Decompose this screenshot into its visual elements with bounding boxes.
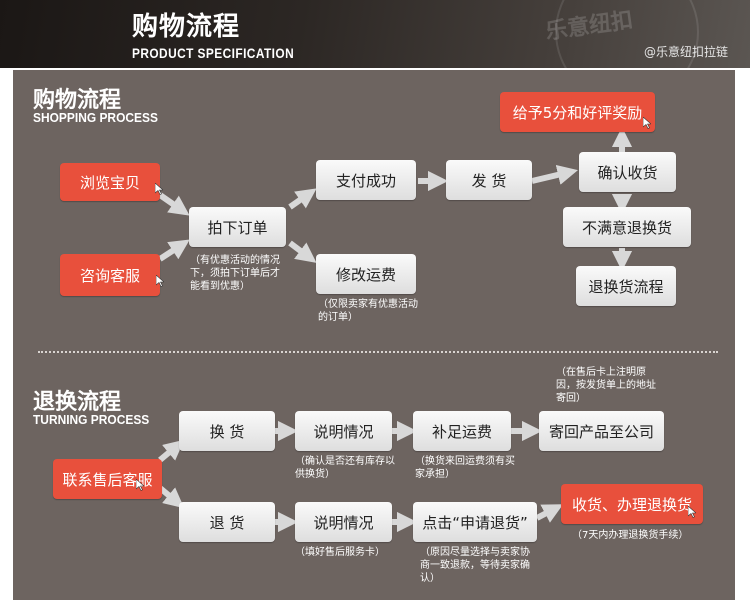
unsatisfied-node: 不满意退换货 xyxy=(563,207,691,247)
cursor-icon xyxy=(155,183,163,195)
returns-section-subtitle: TURNING PROCESS xyxy=(33,412,150,427)
return-flow-node: 退换货流程 xyxy=(576,266,676,306)
cursor-icon xyxy=(136,479,144,491)
send-back-node: 寄回产品至公司 xyxy=(539,411,664,451)
confirm-receipt-node: 确认收货 xyxy=(579,152,676,192)
order-note: （有优惠活动的情况下，须拍下订单后才能看到优惠） xyxy=(190,255,280,292)
banner-title: 购物流程 xyxy=(132,12,241,42)
ship-node: 发 货 xyxy=(446,160,532,200)
arrow-consult-order xyxy=(158,239,190,262)
watermark-seal xyxy=(555,0,699,68)
explain-exchange-node: 说明情况 xyxy=(295,411,392,451)
cursor-icon xyxy=(643,117,651,129)
header-banner: 乐意纽扣 购物流程 PRODUCT SPECIFICATION @乐意纽扣拉链 xyxy=(0,0,750,68)
arrow-order-pay xyxy=(288,188,317,210)
explain-refund-note: （填好售后服务卡） xyxy=(295,547,385,558)
receive-return-node: 收货、办理退换货 xyxy=(561,484,703,524)
receive-return-note: （7天内办理退换货手续） xyxy=(572,530,689,541)
shopping-section-title: 购物流程 xyxy=(33,88,122,113)
apply-return-note: （原因尽量选择与卖家协商一致退款，等待卖家确认） xyxy=(420,547,530,584)
shopping-section-subtitle: SHOPPING PROCESS xyxy=(33,110,158,125)
browse-node: 浏览宝贝 xyxy=(60,163,160,201)
pay-node: 支付成功 xyxy=(316,160,416,200)
modify-note: （仅限卖家有优惠活动的订单） xyxy=(318,299,418,323)
shop-tag: @乐意纽扣拉链 xyxy=(643,45,728,59)
arrow-contact-refund xyxy=(158,485,185,509)
returns-section-title: 退换流程 xyxy=(33,390,122,415)
shipping-fee-note: （换货来回运费须有买家承担） xyxy=(415,456,515,480)
banner-subtitle: PRODUCT SPECIFICATION xyxy=(132,45,295,61)
arrow-ship-confirm xyxy=(531,164,578,185)
refund-node: 退 货 xyxy=(179,502,275,542)
apply-return-node: 点击“申请退货” xyxy=(413,502,537,542)
explain-exchange-note: （确认是否还有库存以供换货） xyxy=(295,456,395,480)
arrow-contact-exchange xyxy=(158,439,185,463)
section-divider xyxy=(38,351,718,353)
arrow-browse-order xyxy=(158,192,190,216)
cursor-icon xyxy=(156,275,164,287)
arrow-apply-receive xyxy=(535,504,564,523)
arrow-order-modify xyxy=(288,240,317,263)
contact-service-node: 联系售后客服 xyxy=(53,459,162,499)
cursor-icon xyxy=(688,506,696,518)
order-node: 拍下订单 xyxy=(189,207,286,247)
exchange-node: 换 货 xyxy=(179,411,275,451)
reward-node: 给予5分和好评奖励 xyxy=(500,92,655,132)
consult-node: 咨询客服 xyxy=(60,254,160,296)
shipping-fee-node: 补足运费 xyxy=(413,411,511,451)
send-back-note: （在售后卡上注明原因，按发货单上的地址寄回） xyxy=(556,367,656,404)
modify-shipping-node: 修改运费 xyxy=(316,254,416,294)
explain-refund-node: 说明情况 xyxy=(295,502,392,542)
